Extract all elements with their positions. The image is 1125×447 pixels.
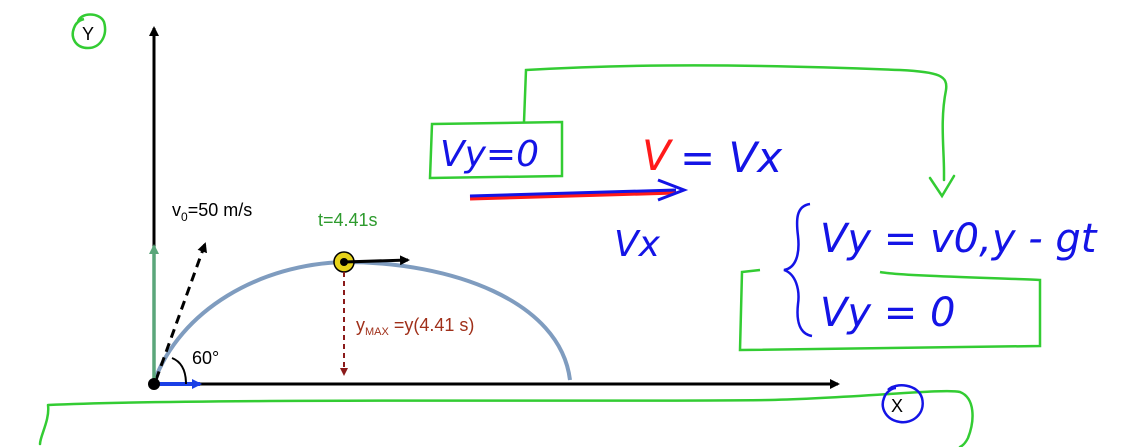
x-label-circle: [881, 384, 924, 424]
v0-label: v0=50 m/s: [172, 200, 252, 224]
vy-zero-text: Vy=0: [440, 134, 539, 175]
vx-top-arrow: [469, 188, 677, 198]
equation-line-2: Vy = 0: [820, 290, 955, 336]
apex-velocity-arrow: [343, 255, 410, 266]
v-symbol: V: [642, 131, 674, 180]
equation-box: [738, 268, 1042, 352]
y-label-circle: [71, 13, 107, 50]
v0-vector: [154, 242, 207, 381]
x-axis-label: X: [891, 396, 903, 416]
angle-arc: [171, 357, 187, 385]
equation-line-1: Vy = v0,y - gt: [820, 216, 1098, 262]
vx-top-arrowhead: [657, 178, 689, 202]
connector-arrowhead: [928, 174, 956, 199]
ymax-label: yMAX =y(4.41 s): [356, 315, 474, 338]
origin-point: [148, 378, 160, 390]
equation-brace: [783, 202, 813, 338]
connector-line: [522, 64, 948, 182]
vx-label: Vx: [614, 224, 661, 265]
vx-top-arrow-red: [469, 189, 677, 201]
vy-zero-box: [428, 120, 564, 180]
y-axis-label: Y: [82, 24, 94, 44]
time-label: t=4.41s: [318, 210, 378, 230]
angle-label: 60°: [192, 348, 219, 368]
v-equals-vx: = Vx: [680, 133, 783, 182]
ground-outline: [38, 389, 974, 447]
